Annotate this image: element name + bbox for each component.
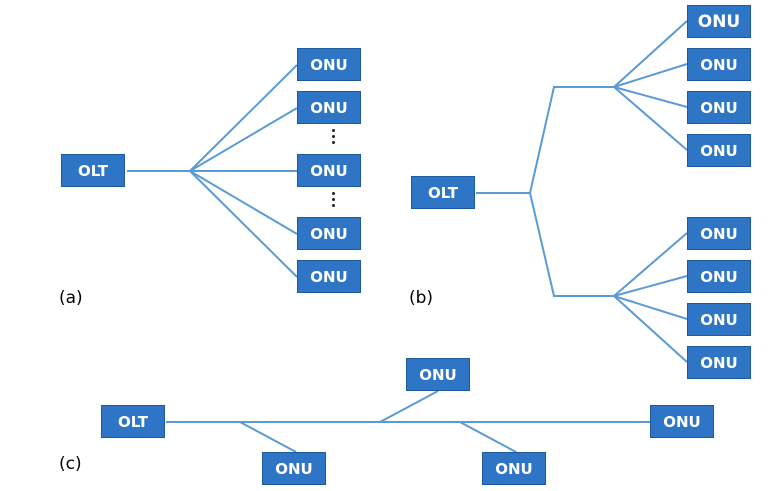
- panel-label: (a): [59, 288, 83, 308]
- fiber-line: [613, 275, 688, 297]
- fiber-line: [189, 64, 298, 172]
- onu-node: ONU: [297, 260, 361, 293]
- onu-node: ONU: [482, 452, 546, 485]
- onu-node: ONU: [406, 358, 470, 391]
- fiber-line: [613, 20, 688, 88]
- fiber-line: [613, 232, 688, 297]
- olt-node: OLT: [411, 176, 475, 209]
- olt-node: OLT: [61, 154, 125, 187]
- fiber-line: [189, 107, 298, 172]
- onu-node: ONU: [687, 217, 751, 250]
- fiber-line: [239, 421, 297, 453]
- panel-label: (b): [409, 288, 434, 308]
- fiber-line: [613, 295, 688, 320]
- onu-node: ONU: [297, 217, 361, 250]
- fiber-line: [613, 86, 688, 151]
- onu-node: ONU: [297, 48, 361, 81]
- fiber-line: [529, 192, 614, 297]
- fiber-line: [189, 170, 298, 278]
- olt-node: OLT: [101, 405, 165, 438]
- fiber-line: [613, 63, 688, 88]
- ellipsis-icon: [330, 129, 336, 144]
- fiber-line: [189, 170, 298, 235]
- onu-node: ONU: [687, 260, 751, 293]
- onu-node: ONU: [687, 134, 751, 167]
- onu-node: ONU: [687, 346, 751, 379]
- fiber-line: [613, 295, 688, 363]
- onu-node: ONU: [297, 91, 361, 124]
- ellipsis-icon: [330, 192, 336, 207]
- fiber-line: [529, 86, 614, 194]
- onu-node: ONU: [262, 452, 326, 485]
- fiber-line: [459, 421, 517, 453]
- fiber-line: [613, 86, 688, 108]
- onu-node: ONU: [687, 91, 751, 124]
- onu-node: ONU: [687, 48, 751, 81]
- onu-node: ONU: [297, 154, 361, 187]
- panel-label: (c): [59, 454, 82, 474]
- onu-node: ONU: [687, 5, 751, 38]
- onu-node: ONU: [687, 303, 751, 336]
- onu-node: ONU: [650, 405, 714, 438]
- fiber-line: [379, 390, 439, 423]
